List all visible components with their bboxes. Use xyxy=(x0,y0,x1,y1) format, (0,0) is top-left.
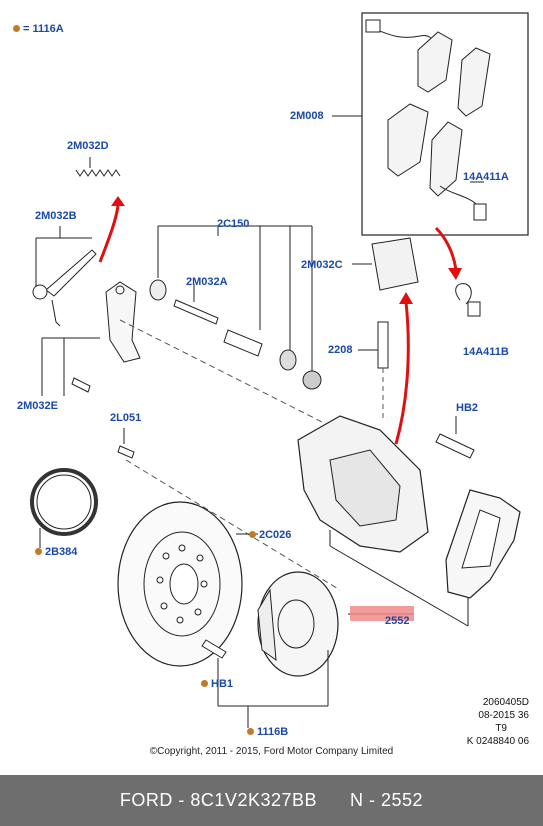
highlight-marker xyxy=(350,606,414,621)
footer-part-number: FORD - 8C1V2K327BB xyxy=(119,790,317,810)
copyright-text: ©Copyright, 2011 - 2015, Ford Motor Comp… xyxy=(149,746,394,757)
wheel-hub xyxy=(257,571,339,677)
spring-2m032d xyxy=(75,169,121,177)
footer-diagram-number: N - 2552 xyxy=(350,790,424,810)
marker-dot-icon xyxy=(201,680,208,687)
guide-sleeve xyxy=(223,329,263,357)
brake-pad-1 xyxy=(417,31,453,93)
label-2b384[interactable]: 2B384 xyxy=(35,546,77,558)
wheel-stud xyxy=(201,639,227,659)
label-hb2[interactable]: HB2 xyxy=(456,402,479,414)
brake-pad-2 xyxy=(457,47,491,117)
label-14a411a[interactable]: 14A411A xyxy=(463,171,509,183)
label-2208[interactable]: 2208 xyxy=(328,344,353,356)
label-2m032a[interactable]: 2M032A xyxy=(186,276,228,288)
marker-dot-icon xyxy=(13,25,20,32)
label-2l051[interactable]: 2L051 xyxy=(110,412,142,424)
label-2m032d[interactable]: 2M032D xyxy=(67,140,109,152)
guide-pin xyxy=(173,299,219,325)
brake-pad-4 xyxy=(429,121,463,197)
disc-bolt-holes xyxy=(156,544,208,624)
sensor-wire-top xyxy=(371,27,437,45)
marker-dot-icon xyxy=(249,531,256,538)
clip-bolt xyxy=(32,284,48,300)
label-1116b[interactable]: 1116B xyxy=(247,726,288,738)
pin-cap xyxy=(302,370,322,390)
pin-boot xyxy=(279,349,297,371)
label-2m032e[interactable]: 2M032E xyxy=(17,400,58,412)
sensor-connector-bottom xyxy=(473,203,487,221)
diagram-drawing xyxy=(30,12,529,728)
reference-line-3: T9 xyxy=(495,723,507,734)
hb2-bolt xyxy=(435,433,475,459)
bushing xyxy=(149,279,167,301)
legend-1116a: = 1116A xyxy=(13,23,64,35)
red-arrow-clip xyxy=(394,301,410,445)
screw-2l051 xyxy=(117,445,135,459)
label-hb1[interactable]: HB1 xyxy=(201,678,233,690)
label-2552[interactable]: 2552 xyxy=(385,615,410,627)
bolt-2m032e xyxy=(71,377,91,393)
label-2c150[interactable]: 2C150 xyxy=(217,218,250,230)
bleed-screw xyxy=(377,321,389,369)
label-2c026[interactable]: 2C026 xyxy=(249,529,291,541)
marker-dot-icon xyxy=(247,728,254,735)
label-2m032c[interactable]: 2M032C xyxy=(301,259,343,271)
red-arrow-pads xyxy=(434,226,458,271)
abs-ring xyxy=(30,468,98,536)
sensor-connector-top xyxy=(365,19,381,33)
red-arrow-spring xyxy=(98,205,120,263)
label-14a411b[interactable]: 14A411B xyxy=(463,346,509,358)
anti-rattle-clip xyxy=(371,237,419,291)
reference-block: 2060405D 08-2015 36 T9 K 0248840 06 xyxy=(467,696,529,748)
reference-line-1: 2060405D xyxy=(482,697,529,708)
sensor-wire-bottom xyxy=(439,185,479,207)
reference-line-2: 08-2015 36 xyxy=(478,710,529,721)
marker-dot-icon xyxy=(35,548,42,555)
footer-bar: FORD - 8C1V2K327BB N - 2552 xyxy=(0,775,543,826)
label-2m008[interactable]: 2M008 xyxy=(290,110,324,122)
spring-clip xyxy=(45,249,97,297)
label-2m032b[interactable]: 2M032B xyxy=(35,210,77,222)
reference-line-4: K 0248840 06 xyxy=(466,736,529,747)
pad-kit-box xyxy=(361,12,529,236)
brake-pad-3 xyxy=(387,103,429,177)
sensor-14a411b xyxy=(455,283,472,305)
